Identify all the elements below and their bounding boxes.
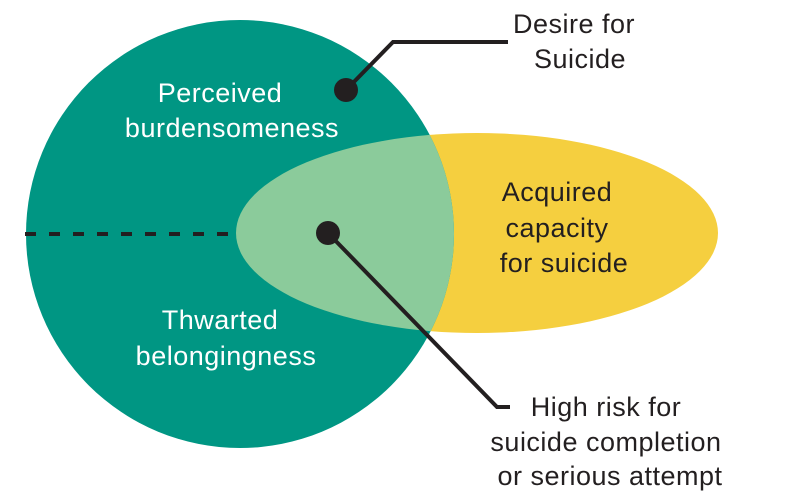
label-line: Thwarted xyxy=(162,305,279,335)
perceived-burdensomeness-label: Perceived burdensomeness xyxy=(125,78,339,143)
label-line: Suicide xyxy=(534,44,626,74)
desire-callout-connector xyxy=(344,40,508,92)
label-line: Desire for xyxy=(513,9,635,39)
high-risk-callout-dot xyxy=(316,221,340,245)
high-risk-label: High risk for suicide completion or seri… xyxy=(490,392,729,491)
label-line: for suicide xyxy=(500,248,629,278)
label-line: belongingness xyxy=(136,341,317,371)
label-line: Perceived xyxy=(158,78,283,108)
overlap-region xyxy=(236,133,454,333)
thwarted-belongingness-label: Thwarted belongingness xyxy=(136,305,317,371)
acquired-capacity-label: Acquired capacity for suicide xyxy=(500,177,629,278)
label-line: suicide completion xyxy=(490,427,721,457)
label-line: High risk for xyxy=(531,392,682,422)
high-risk-callout-connector xyxy=(326,231,510,409)
label-line: Acquired xyxy=(502,177,613,207)
label-line: burdensomeness xyxy=(125,113,339,143)
desire-for-suicide-label: Desire for Suicide xyxy=(513,9,643,74)
desire-callout-dot xyxy=(334,78,358,102)
label-line: or serious attempt xyxy=(497,461,722,491)
label-line: capacity xyxy=(505,213,608,243)
